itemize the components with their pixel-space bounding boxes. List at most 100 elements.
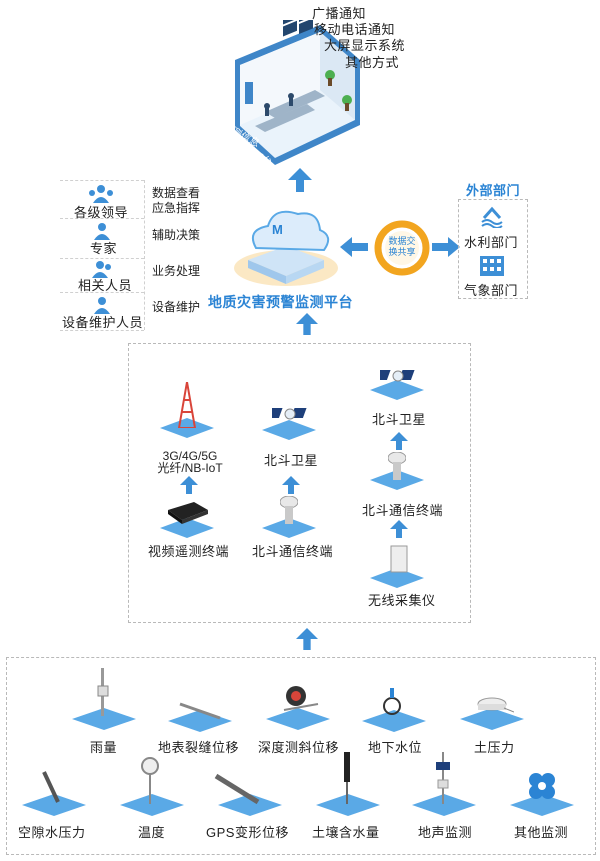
dept-water: 水利部门 (464, 235, 519, 250)
platform-badge: M (272, 222, 283, 237)
wireless-collector-label: 无线采集仪 (368, 593, 436, 608)
tile (460, 708, 524, 730)
thermometer-icon (141, 757, 159, 804)
arrow-up-icon (282, 476, 300, 494)
sensor-gps: GPS变形位移 (206, 825, 289, 840)
satellite-icon (380, 370, 415, 382)
function-maintenance: 设备维护 (152, 300, 201, 314)
beidou-terminal-icon (280, 496, 298, 524)
left-arrow-icon (340, 237, 368, 257)
ground-sound-icon (436, 752, 450, 804)
transmission-box (128, 343, 471, 623)
sensor-pore-water: 空隙水压力 (18, 825, 86, 840)
channel-broadcast: 广播通知 (312, 6, 367, 21)
function-decision-support: 辅助决策 (152, 228, 201, 242)
soil-moisture-icon (344, 752, 350, 804)
sensor-temperature: 温度 (138, 825, 166, 840)
arrow-up-icon (180, 476, 198, 494)
tile (160, 418, 214, 438)
cloud-platform-icon (234, 210, 338, 286)
external-title: 外部部门 (466, 183, 521, 198)
tile (120, 794, 184, 816)
exchange-cycle-icon (374, 220, 430, 276)
video-terminal-label: 视频遥测终端 (148, 544, 230, 559)
role-divider-vertical (144, 180, 145, 330)
tile (370, 568, 424, 588)
arrow-up-icon (296, 628, 318, 650)
satellite-label-3: 北斗卫星 (372, 412, 427, 427)
video-terminal-icon (168, 502, 208, 524)
maintainer-icon (94, 297, 110, 314)
role-maintainer: 设备维护人员 (62, 315, 144, 330)
network-label: 3G/4G/5G 光纤/NB-IoT (155, 450, 225, 474)
role-row-divider (60, 330, 144, 331)
sensor-groundwater: 地下水位 (368, 740, 423, 755)
inclinometer-icon (283, 686, 319, 711)
role-row-divider (60, 180, 144, 181)
exchange-text: 数据交 换共享 (386, 236, 418, 258)
role-row-divider (60, 258, 144, 259)
beidou-terminal-label-2: 北斗通信终端 (252, 544, 334, 559)
tile (218, 794, 282, 816)
role-row-divider (60, 218, 144, 219)
beidou-terminal-icon (388, 452, 406, 480)
function-business: 业务处理 (152, 264, 201, 278)
role-related-staff: 相关人员 (78, 278, 133, 293)
beidou-terminal-label-3: 北斗通信终端 (362, 503, 444, 518)
tile (316, 794, 380, 816)
gps-sensor-icon (214, 773, 260, 805)
exchange-line2: 换共享 (388, 247, 416, 257)
sensor-deep-inclinometer: 深度测斜位移 (258, 740, 340, 755)
tile (22, 794, 86, 816)
tile (362, 710, 426, 732)
channel-other: 其他方式 (345, 55, 400, 70)
sensor-ground-sound: 地声监测 (418, 825, 473, 840)
exchange-line1: 数据交 (388, 236, 416, 246)
crack-sensor-icon (179, 702, 221, 720)
channel-big-screen: 大屏显示系统 (324, 38, 406, 53)
arrow-up-icon (390, 432, 408, 450)
right-arrow-icon (432, 237, 460, 257)
role-row-divider (60, 292, 144, 293)
tile (370, 380, 424, 400)
tile (510, 794, 574, 816)
expert-icon (94, 223, 110, 240)
tower-icon (178, 382, 196, 428)
satellite-icon (272, 408, 307, 420)
network-line2: 光纤/NB-IoT (157, 461, 223, 475)
channel-mobile-phone: 移动电话通知 (314, 22, 396, 37)
platform-name: 地质灾害预警监测平台 (208, 294, 353, 310)
rain-gauge-icon (97, 668, 109, 716)
function-data-view: 数据查看 (152, 186, 201, 200)
staff-icon (92, 261, 111, 278)
arrow-up-icon (288, 168, 312, 192)
function-emergency-command: 应急指挥 (152, 201, 201, 215)
tile (266, 708, 330, 730)
leader-icon (89, 185, 113, 203)
tile (412, 794, 476, 816)
tile (72, 708, 136, 730)
sensor-surface-crack: 地表裂缝位移 (158, 740, 240, 755)
tile (160, 518, 214, 538)
water-icon (481, 206, 503, 228)
dept-weather: 气象部门 (464, 283, 519, 298)
arrow-up-icon (296, 313, 318, 335)
tile (262, 518, 316, 538)
wireless-collector-icon (390, 545, 408, 573)
pore-pressure-icon (42, 771, 60, 803)
sensor-box (6, 657, 596, 855)
network-line1: 3G/4G/5G (162, 449, 218, 463)
sensor-other: 其他监测 (514, 825, 569, 840)
external-box (458, 199, 528, 299)
role-leaders: 各级领导 (74, 205, 129, 220)
groundwater-sensor-icon (383, 688, 401, 715)
satellite-label-2: 北斗卫星 (264, 453, 319, 468)
sensor-soil-moisture: 土壤含水量 (312, 825, 380, 840)
sensor-earth-pressure: 土压力 (474, 740, 515, 755)
arrow-up-icon (390, 520, 408, 538)
sensor-rain: 雨量 (90, 740, 118, 755)
weather-icon (480, 256, 504, 276)
tile (262, 420, 316, 440)
earth-pressure-icon (477, 697, 514, 713)
other-monitor-icon (529, 773, 555, 799)
